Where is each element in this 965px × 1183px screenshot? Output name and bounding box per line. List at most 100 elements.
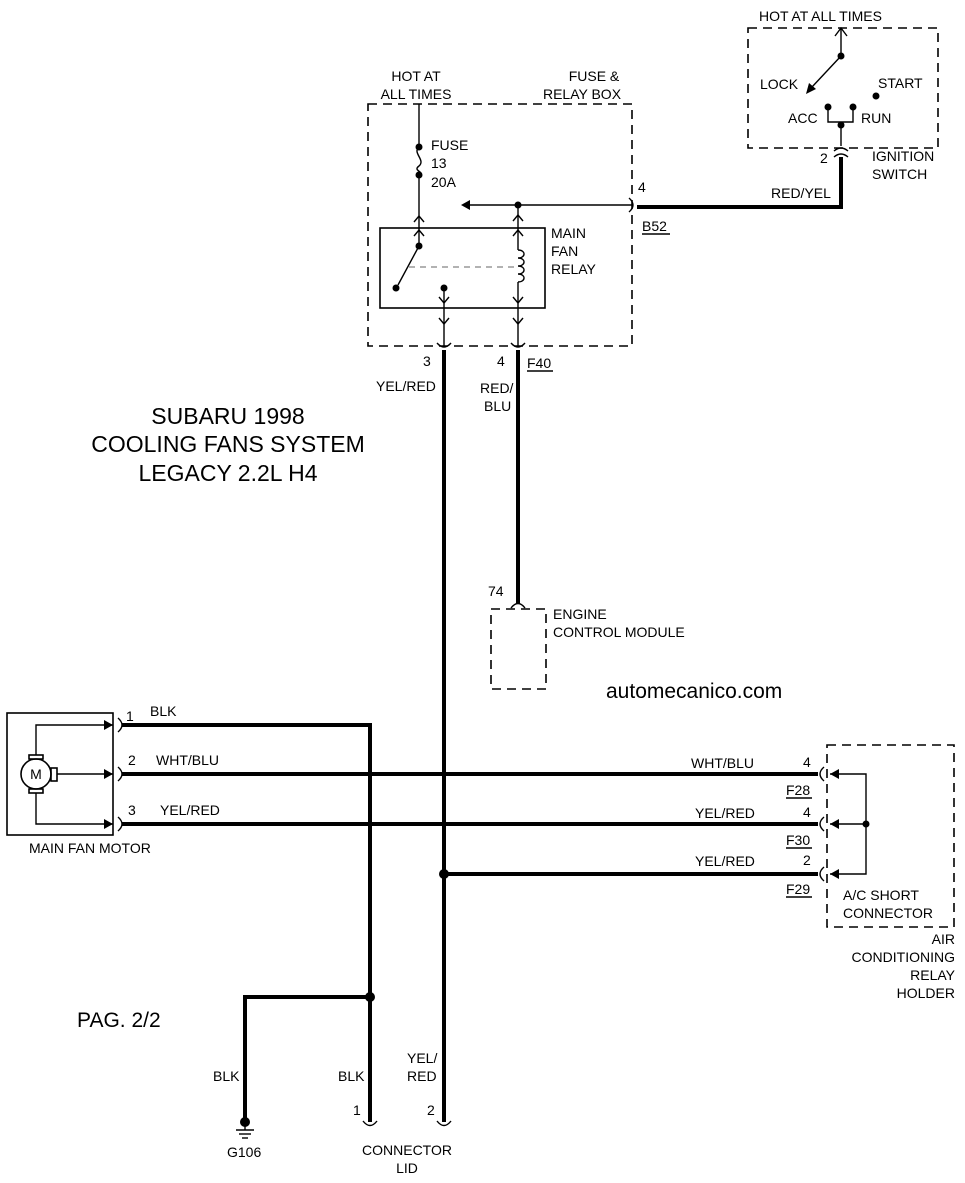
lid-name-line1: CONNECTOR: [362, 1142, 452, 1158]
ac-relay-holder: WHT/BLU 4 F28 YEL/RED 4 F30 YEL/RED 2 F2…: [691, 744, 956, 1001]
wire-blk-label: BLK: [150, 703, 177, 719]
fan-motor-pin1-jaw: [117, 717, 123, 733]
ignition-feed-arrow: [834, 26, 848, 37]
ground-g106: BLK G106: [213, 1068, 261, 1160]
wire-red-yel-label: RED/YEL: [771, 185, 831, 201]
relay-contact-end-dot: [392, 284, 400, 292]
fan-motor-name: MAIN FAN MOTOR: [29, 840, 151, 856]
ac-holder-label-line3: RELAY: [910, 967, 956, 983]
f28-wire-label: WHT/BLU: [691, 755, 754, 771]
f30-connector-label: F30: [786, 832, 810, 848]
main-fan-motor: M MAIN FAN MOTOR 1 2 3: [6, 708, 151, 856]
wire-blk-motor: [122, 723, 372, 1122]
ignition-run-label: RUN: [861, 110, 891, 126]
ac-short-arrow-2: [830, 819, 839, 829]
f40-pin-3: 3: [423, 353, 431, 369]
lid-wire1-label: BLK: [338, 1068, 365, 1084]
fan-motor-pin-1: 1: [126, 708, 134, 724]
fan-motor-lead-1: [35, 724, 113, 755]
b52-pin: 4: [638, 179, 646, 195]
lid-pin-1: 1: [353, 1102, 361, 1118]
splice-yel-red: [439, 869, 449, 879]
fuse-label-line2: 13: [431, 155, 447, 171]
ignition-connector-jaw2: [833, 153, 849, 158]
fan-motor-lead-3: [35, 793, 113, 825]
ac-holder-box: [826, 744, 955, 928]
splice-blk-ground: [365, 992, 375, 1002]
f30-jaw: [819, 816, 825, 832]
f29-jaw: [819, 866, 825, 882]
f40-connector-label: F40: [527, 355, 551, 371]
engine-control-module: 74 ENGINE CONTROL MODULE: [488, 583, 685, 690]
fan-motor-arrow-1: [104, 720, 113, 730]
f30-pin: 4: [803, 804, 811, 820]
wire-yel-red-trunk-label: YEL/RED: [376, 378, 436, 394]
wire-red-blu-label-line2: BLU: [484, 398, 511, 414]
ignition-wiper: [811, 55, 842, 88]
lid-pin1-jaw: [362, 1120, 378, 1127]
fan-motor-arrow-3: [104, 819, 113, 829]
lid-pin-2: 2: [427, 1102, 435, 1118]
f40-pin-4: 4: [497, 353, 505, 369]
ac-short-label-line2: CONNECTOR: [843, 905, 933, 921]
ecm-connector-jaw: [510, 602, 526, 609]
ignition-name-line2: SWITCH: [872, 166, 927, 182]
ignition-acc-label: ACC: [788, 110, 818, 126]
ignition-wiper-arrowhead: [806, 83, 816, 94]
ground-wire-label: BLK: [213, 1068, 240, 1084]
relay-label-line1: MAIN: [551, 225, 586, 241]
fan-motor-pin-2: 2: [128, 752, 136, 768]
watermark: automecanico.com: [606, 680, 782, 703]
fan-motor-brush-right: [50, 767, 58, 782]
fan-motor-arrow-2: [104, 769, 113, 779]
relay-coil-top-arrow2: [512, 228, 524, 237]
f28-jaw: [819, 766, 825, 782]
fuse-symbol: [416, 146, 422, 176]
lid-name-line2: LID: [396, 1160, 418, 1176]
ecm-name-line2: CONTROL MODULE: [553, 624, 685, 640]
ac-short-label-line1: A/C SHORT: [843, 887, 919, 903]
b52-connector-label: B52: [642, 218, 667, 234]
diagram-title: SUBARU 1998 COOLING FANS SYSTEM LEGACY 2…: [91, 403, 365, 486]
fan-motor-pin3-jaw: [117, 816, 123, 832]
f40-pin3-jaw: [436, 342, 452, 348]
relay-coil-top-arrow: [512, 213, 524, 222]
ignition-pin-2: 2: [820, 150, 828, 166]
ignition-connector-jaw: [833, 147, 849, 152]
fuse-relay-box: HOT AT ALL TIMES FUSE & RELAY BOX FUSE 1…: [367, 68, 670, 372]
ignition-hot-label: HOT AT ALL TIMES: [759, 8, 882, 24]
ground-name: G106: [227, 1144, 261, 1160]
ac-holder-label-line1: AIR: [932, 931, 955, 947]
ac-short-arrow-1: [830, 769, 839, 779]
relay-contact-arm: [397, 245, 420, 286]
relay-coil-feed-arrow: [461, 200, 470, 210]
fuse-relay-box-outline: [367, 103, 633, 347]
fuse-box-name-line1: FUSE &: [569, 68, 620, 84]
ecm-pin-74: 74: [488, 583, 504, 599]
relay-contact-arrow: [413, 228, 425, 237]
relay-label-line3: RELAY: [551, 261, 597, 277]
ac-short-arrow-3: [830, 869, 839, 879]
ac-holder-label-line2: CONDITIONING: [852, 949, 955, 965]
lid-wire2-label-line1: YEL/: [407, 1050, 437, 1066]
ignition-acc-run-jumper: [827, 107, 854, 123]
fuse-box-hot-line2: ALL TIMES: [381, 86, 452, 102]
ignition-lock-label: LOCK: [760, 76, 799, 92]
ignition-start-label: START: [878, 75, 923, 91]
ecm-box: [490, 608, 547, 690]
page-label: PAG. 2/2: [77, 1009, 161, 1032]
f28-connector-label: F28: [786, 782, 810, 798]
ignition-start-dot: [872, 92, 880, 100]
wire-blk-ground: [243, 995, 370, 1122]
title-line1: SUBARU 1998: [151, 403, 304, 429]
relay-label-line2: FAN: [551, 243, 578, 259]
fuse-label-line3: 20A: [431, 174, 457, 190]
fuse-output-arrow: [413, 214, 425, 223]
relay-coil-symbol: [517, 249, 525, 283]
f29-wire-label: YEL/RED: [695, 853, 755, 869]
wire-red-blu-label-line1: RED/: [480, 380, 514, 396]
ignition-name-line1: IGNITION: [872, 148, 934, 164]
relay-output-arrow: [438, 296, 450, 305]
main-fan-relay-box: [379, 227, 546, 309]
